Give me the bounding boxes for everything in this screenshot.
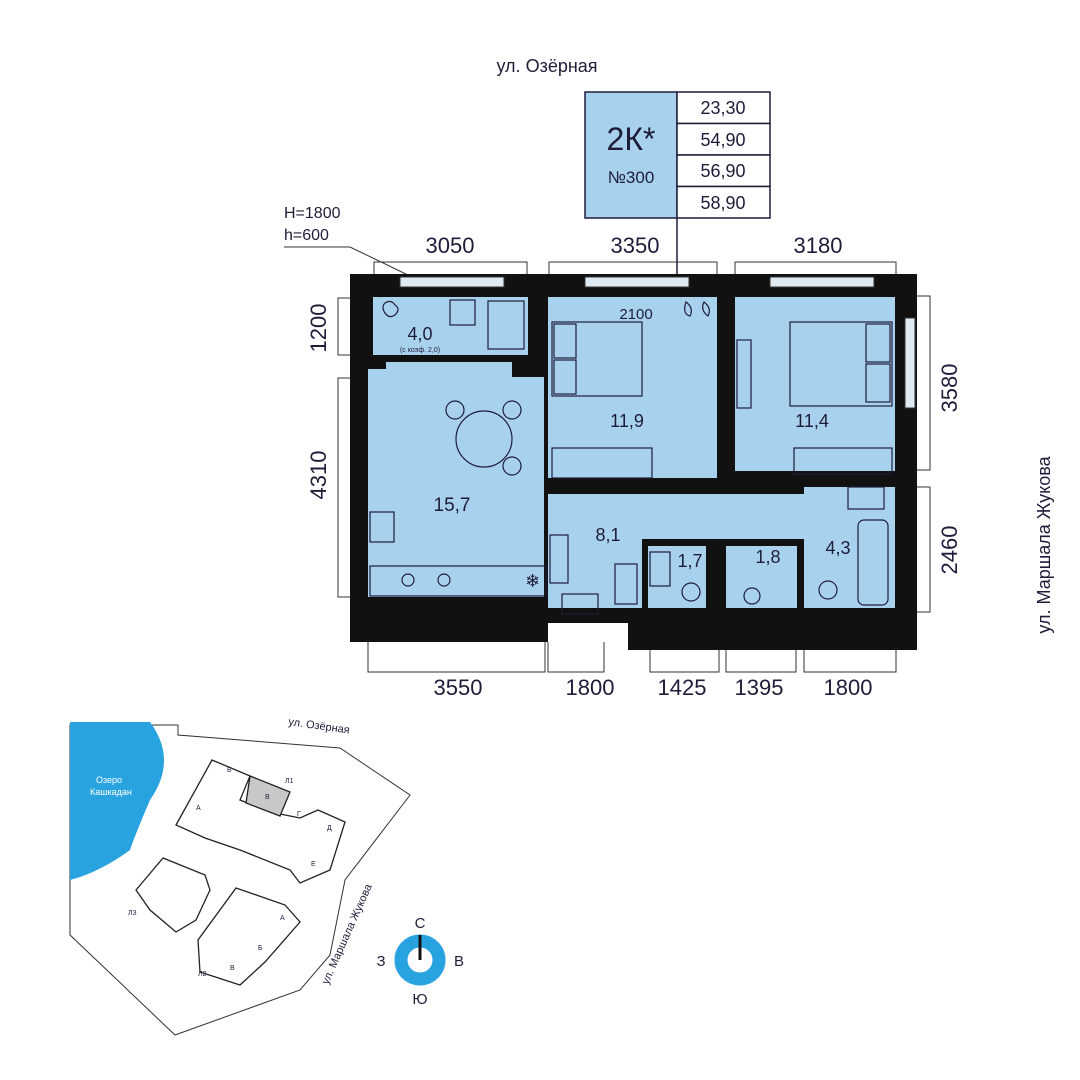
kitchen-room <box>368 362 544 597</box>
section-label: Д <box>327 825 332 832</box>
lake <box>70 722 164 880</box>
compass-north: С <box>415 915 426 932</box>
window-height-small: h=600 <box>284 227 329 244</box>
dim-bottom: 3550 <box>434 675 483 700</box>
dim-bottom: 1395 <box>735 675 784 700</box>
section-label: А <box>196 805 201 812</box>
area-value: 23,30 <box>700 98 745 118</box>
area-value: 54,90 <box>700 130 745 150</box>
compass-west: З <box>376 953 385 970</box>
section-label: Б <box>258 945 263 952</box>
map-street-top: ул. Озёрная <box>288 716 351 736</box>
room-area-wc: 1,7 <box>677 551 702 571</box>
dim-top: 3180 <box>794 233 843 258</box>
section-label: В <box>265 794 270 801</box>
dim-bottom: 1800 <box>566 675 615 700</box>
map-street-right: ул. Маршала Жукова <box>320 882 375 987</box>
lake-label: Озеро <box>96 775 122 785</box>
section-label: В <box>230 965 235 972</box>
street-right-label: ул. Маршала Жукова <box>1034 455 1054 633</box>
window-height-big: H=1800 <box>284 205 341 222</box>
room-area-hall: 8,1 <box>595 525 620 545</box>
building-section-highlight <box>245 775 291 817</box>
wc-room <box>648 546 706 608</box>
area-value: 58,90 <box>700 193 745 213</box>
section-label: Л2 <box>198 971 207 978</box>
dim-right: 2460 <box>937 526 962 575</box>
building-l2 <box>197 887 301 986</box>
compass: С Ю В З <box>376 915 464 1008</box>
room-area-balcony: 4,0 <box>407 324 432 344</box>
room-area-bedroom-1: 11,9 <box>610 411 644 431</box>
street-top-label: ул. Озёрная <box>496 56 597 76</box>
room-area-kitchen: 15,7 <box>434 495 471 516</box>
room-area-bath: 4,3 <box>825 538 850 558</box>
dim-left: 4310 <box>306 451 331 500</box>
hall-room <box>548 494 804 608</box>
furniture: ❄ <box>369 299 893 615</box>
apartment-type: 2К* <box>607 121 656 157</box>
compass-east: В <box>454 953 464 970</box>
building-l3 <box>135 857 211 933</box>
section-label: Л3 <box>128 910 137 917</box>
dimension-lines <box>337 261 931 673</box>
building-l1 <box>175 759 346 884</box>
apartment-plan <box>350 274 917 650</box>
laundry-room <box>726 546 797 608</box>
dim-left: 1200 <box>306 304 331 353</box>
section-label: А <box>280 915 285 922</box>
apartment-number: №300 <box>608 168 655 187</box>
dim-right: 3580 <box>937 364 962 413</box>
window-height-note: H=1800 h=600 <box>284 205 411 277</box>
lake-label: Кашкадан <box>90 787 132 797</box>
dim-bottom: 1800 <box>824 675 873 700</box>
room-area-laundry: 1,8 <box>755 547 780 567</box>
section-label: Л1 <box>285 778 294 785</box>
room-area-balcony-note: (с коэф. 2,0) <box>400 347 440 354</box>
area-value: 56,90 <box>700 161 745 181</box>
site-map: Озеро Кашкадан ул. Озёрная ул. Маршала Ж… <box>69 716 411 1036</box>
section-label: Г <box>297 811 301 818</box>
dim-bottom: 1425 <box>658 675 707 700</box>
windows <box>399 276 916 409</box>
section-label: Б <box>227 767 232 774</box>
dim-top: 3350 <box>611 233 660 258</box>
apartment-badge: 2К* №300 23,30 54,90 56,90 58,90 <box>584 91 771 378</box>
bedroom-2-room <box>735 297 895 471</box>
compass-south: Ю <box>412 991 427 1008</box>
fridge-icon: ❄ <box>525 571 540 591</box>
section-label: Е <box>311 861 316 868</box>
dim-inner: 2100 <box>619 306 652 323</box>
dim-top: 3050 <box>426 233 475 258</box>
room-area-bedroom-2: 11,4 <box>795 411 829 431</box>
